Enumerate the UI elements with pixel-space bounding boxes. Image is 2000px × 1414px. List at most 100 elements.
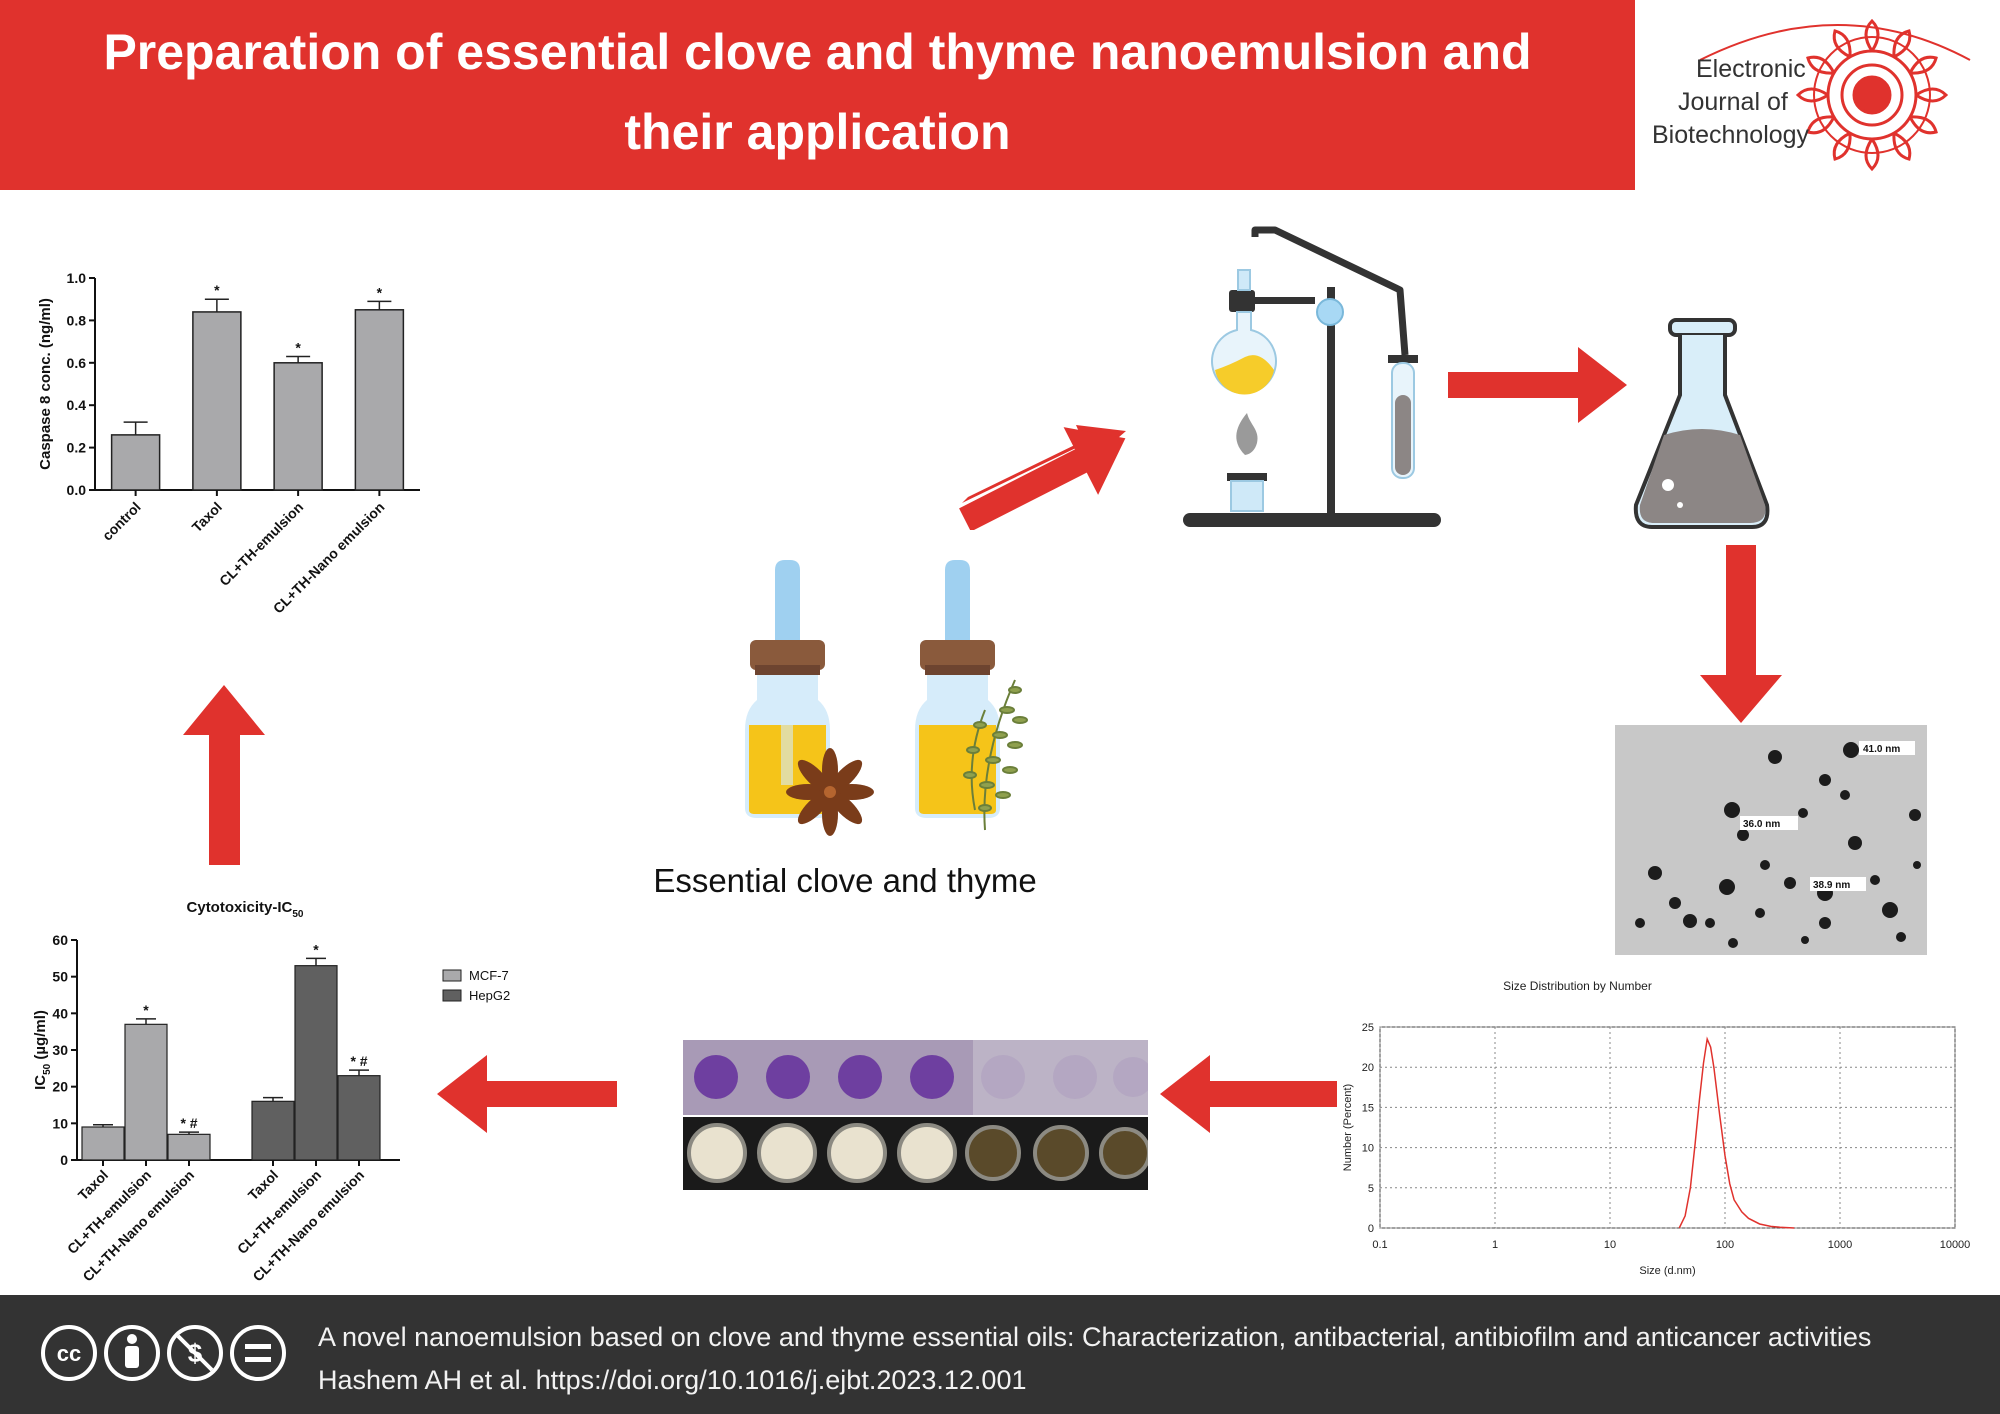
- y-tick-label: 20: [1362, 1062, 1374, 1074]
- y-tick-label: 40: [52, 1005, 68, 1021]
- y-tick-label: 5: [1368, 1183, 1374, 1195]
- x-axis-label: Size (d.nm): [1639, 1265, 1695, 1277]
- thyme-sprig-icon: [963, 679, 1028, 831]
- x-tick-label: Taxol: [75, 1167, 111, 1203]
- y-tick-label: 60: [52, 932, 68, 948]
- chart-title: Size Distribution by Number: [1503, 979, 1652, 993]
- essential-oil-bottles-icon: [745, 560, 1028, 836]
- bar: [354, 309, 405, 491]
- arrow-dls-to-wells: [1160, 1055, 1337, 1133]
- significance-marker: * #: [180, 1115, 197, 1131]
- arrow-ic50-to-caspase: [183, 685, 265, 865]
- page-title: Preparation of essential clove and thyme…: [0, 12, 1635, 172]
- significance-marker: *: [143, 1002, 149, 1018]
- y-tick-label: 1.0: [67, 270, 87, 286]
- significance-marker: *: [295, 339, 301, 355]
- significance-marker: *: [377, 284, 383, 300]
- y-tick-label: 0.6: [67, 355, 87, 371]
- tem-label-2: 36.0 nm: [1743, 819, 1780, 830]
- tem-micrograph: 41.0 nm 36.0 nm 38.9 nm: [1615, 725, 1927, 955]
- journal-logo: Electronic Journal of Biotechnology: [1640, 0, 2000, 190]
- chart-title: Cytotoxicity-IC50: [187, 899, 304, 920]
- footer-bar: [0, 1295, 2000, 1414]
- legend-label: HepG2: [469, 988, 510, 1003]
- y-tick-label: 0.2: [67, 440, 87, 456]
- cc-license-badge: cc $: [41, 1325, 286, 1381]
- well-plate-wells: [683, 1040, 1153, 1190]
- x-tick-label: 100: [1716, 1239, 1734, 1251]
- diagonal-arrow-icon: [959, 427, 1126, 530]
- bar: [81, 1126, 125, 1161]
- y-tick-label: 30: [52, 1042, 68, 1058]
- cc-icon: [41, 1325, 97, 1381]
- y-tick-label: 50: [52, 969, 68, 985]
- significance-marker: *: [313, 941, 319, 957]
- legend-label: MCF-7: [469, 968, 509, 983]
- size-distribution-line: [1678, 1036, 1795, 1229]
- x-tick-label: 1000: [1828, 1239, 1852, 1251]
- significance-marker: *: [214, 282, 220, 298]
- dls-size-distribution-chart: Size Distribution by Number 0 5 10 15 20 25 0.1…: [1342, 979, 1971, 1277]
- significance-marker: * #: [350, 1053, 367, 1069]
- logo-text-biotechnology: Biotechnology: [1652, 121, 1810, 149]
- legend-swatch: [442, 989, 462, 1002]
- tem-particles: 41.0 nm 36.0 nm 38.9 nm: [1615, 725, 1927, 955]
- y-tick-label: 10: [1362, 1143, 1374, 1155]
- svg-text:cc: cc: [57, 1341, 81, 1366]
- y-axis-label: IC50 (µg/ml): [32, 1010, 53, 1090]
- nd-icon: [230, 1325, 286, 1381]
- bar: [337, 1075, 381, 1161]
- y-tick-label: 0.0: [67, 482, 87, 498]
- x-tick-label: control: [99, 499, 144, 544]
- tem-label-3: 38.9 nm: [1813, 880, 1850, 891]
- x-tick-label: 1: [1492, 1239, 1498, 1251]
- arrow-apparatus-to-flask: [1448, 347, 1627, 423]
- distillation-apparatus-icon: [1183, 226, 1441, 527]
- y-tick-label: 10: [52, 1115, 68, 1131]
- essential-oils-caption: Essential clove and thyme: [653, 862, 1037, 899]
- bar: [124, 1023, 168, 1161]
- well-plate-photo: [683, 1040, 1153, 1190]
- star-anise-icon: [786, 748, 874, 836]
- y-tick-label: 0: [60, 1152, 68, 1168]
- plot-frame: [1379, 1026, 1956, 1229]
- bar: [294, 965, 338, 1161]
- arrow-flask-to-tem: [1700, 545, 1782, 723]
- y-axis-label: Caspase 8 conc. (ng/ml): [37, 298, 54, 470]
- y-tick-label: 25: [1362, 1022, 1374, 1034]
- x-tick-label: CL+TH-emulsion: [216, 499, 306, 589]
- flow-arrows: [183, 347, 1782, 1133]
- y-tick-label: 15: [1362, 1102, 1374, 1114]
- bar: [167, 1133, 211, 1161]
- y-tick-label: 20: [52, 1079, 68, 1095]
- title-line-2: their application: [624, 104, 1011, 160]
- citation-title: A novel nanoemulsion based on clove and …: [318, 1322, 1872, 1352]
- y-axis-label: Number (Percent): [1342, 1084, 1354, 1171]
- y-tick-label: 0.4: [67, 397, 87, 413]
- arrow-wells-to-ic50: [437, 1055, 617, 1133]
- legend-swatch: [442, 969, 462, 982]
- citation-reference[interactable]: Hashem AH et al. https://doi.org/10.1016…: [318, 1365, 1027, 1395]
- bar: [251, 1100, 295, 1161]
- by-icon: [104, 1325, 160, 1381]
- bar: [110, 434, 161, 491]
- flask-icon: [1633, 318, 1770, 529]
- x-tick-label: 10000: [1940, 1239, 1971, 1251]
- logo-text-journal: Journal of: [1678, 88, 1788, 116]
- nc-icon: [167, 1325, 223, 1381]
- title-line-1: Preparation of essential clove and thyme…: [103, 24, 1532, 80]
- y-tick-label: 0.8: [67, 312, 87, 328]
- x-tick-label: Taxol: [189, 499, 225, 535]
- bar: [273, 362, 323, 491]
- tem-label-1: 41.0 nm: [1863, 744, 1900, 755]
- bar: [192, 311, 242, 491]
- x-tick-label: Taxol: [245, 1167, 281, 1203]
- x-tick-label: 10: [1604, 1239, 1616, 1251]
- header-banner: [0, 0, 1635, 190]
- x-tick-label: 0.1: [1372, 1239, 1387, 1251]
- y-tick-label: 0: [1368, 1223, 1374, 1235]
- logo-emblem-icon: [1699, 18, 1971, 172]
- logo-text-electronic: Electronic: [1696, 55, 1806, 83]
